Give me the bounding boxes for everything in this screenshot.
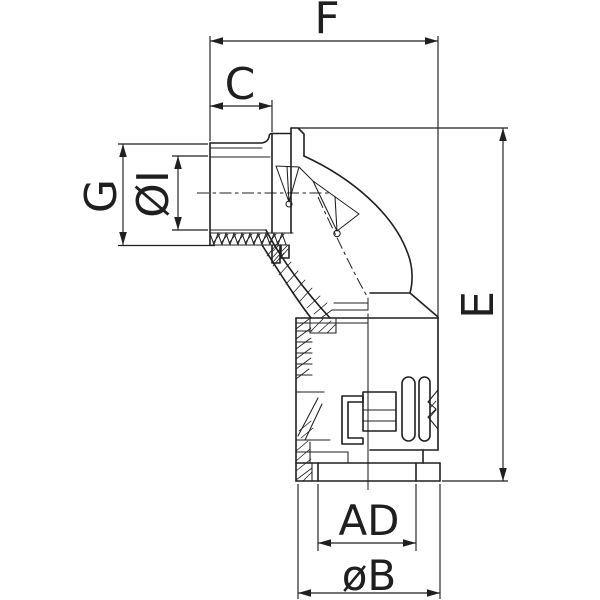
- section-hatching: [212, 233, 437, 482]
- dimension-arrow: [259, 102, 272, 110]
- dimension-OI: ØI: [128, 156, 182, 230]
- dimension-arrow: [174, 156, 182, 169]
- dimension-E: E: [453, 128, 507, 481]
- dimension-G: G: [76, 144, 127, 245]
- dimension-arrow: [298, 589, 311, 597]
- dim-label-OB: øB: [342, 551, 397, 600]
- dimension-arrow: [425, 37, 438, 45]
- clip-bracket: [341, 395, 364, 445]
- dimension-OB: øB: [298, 551, 440, 600]
- dim-label-C: C: [225, 59, 256, 110]
- dimension-arrow: [210, 102, 223, 110]
- dimension-AD: AD: [318, 496, 416, 547]
- bend-gusset-small: [275, 165, 300, 208]
- slot-right: [418, 376, 431, 442]
- dimension-arrow: [174, 217, 182, 230]
- bend-gusset-large: [298, 166, 360, 238]
- dimension-arrow: [403, 539, 416, 547]
- dim-label-AD: AD: [338, 496, 399, 545]
- bend-centerline: [317, 196, 369, 299]
- dimension-arrow: [499, 128, 507, 141]
- dimension-arrow: [427, 589, 440, 597]
- dim-label-G: G: [76, 179, 127, 213]
- dim-label-OI: ØI: [128, 170, 179, 218]
- dimension-arrow: [119, 232, 127, 245]
- dimension-F: F: [210, 0, 438, 45]
- right-pawl: [427, 389, 439, 430]
- clip-button: [362, 391, 397, 432]
- dimension-C: C: [210, 59, 272, 110]
- dim-label-E: E: [453, 291, 504, 319]
- slot-left: [401, 376, 416, 442]
- centerlines: [197, 192, 369, 492]
- dimension-arrow: [210, 37, 223, 45]
- dimension-arrow: [499, 468, 507, 481]
- dim-label-F: F: [314, 0, 339, 44]
- dimensions: F C G ØI E: [76, 0, 508, 600]
- dimension-arrow: [318, 539, 331, 547]
- extension-lines: [118, 36, 508, 599]
- dimension-arrow: [119, 144, 127, 157]
